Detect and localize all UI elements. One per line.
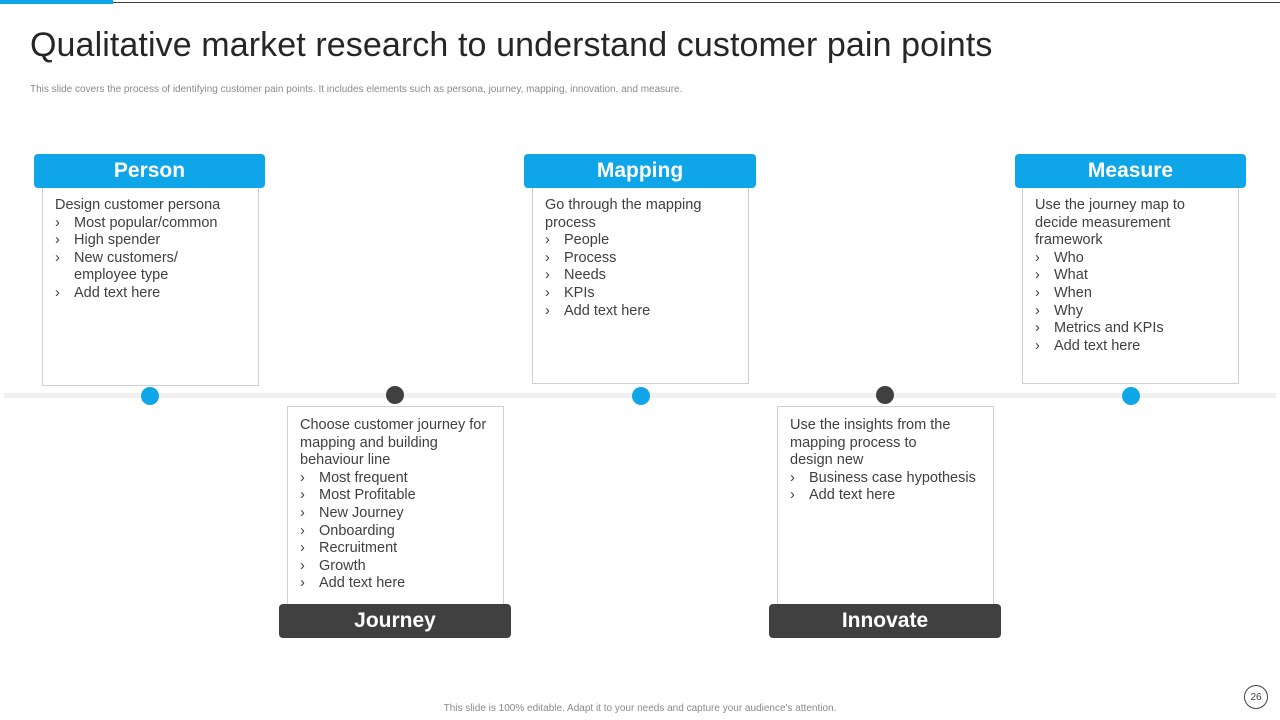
stage-tab-person: Person [34, 154, 265, 188]
list-item: Onboarding [300, 523, 491, 541]
list-item: Metrics and KPIs [1035, 320, 1226, 338]
slide-footer: This slide is 100% editable. Adapt it to… [443, 703, 837, 714]
list-item: Add text here [790, 487, 981, 505]
stage-bullet-list: People Process Needs KPIs Add text here [545, 232, 736, 320]
timeline-dot-mapping [632, 387, 650, 405]
list-item: Why [1035, 303, 1226, 321]
list-item: Recruitment [300, 540, 491, 558]
list-item: Add text here [300, 575, 491, 593]
list-item: New customers/ employee type [55, 250, 192, 285]
stage-bullet-list: Most frequent Most Profitable New Journe… [300, 470, 491, 593]
list-item: What [1035, 267, 1226, 285]
timeline-dot-innovate [876, 386, 894, 404]
list-item: Add text here [545, 303, 736, 321]
stage-lead: Use the journey map to decide measuremen… [1035, 197, 1185, 249]
stage-box-person: Design customer persona Most popular/com… [42, 186, 259, 386]
list-item: Most Profitable [300, 487, 491, 505]
stage-lead: Choose customer journey for mapping and … [300, 417, 487, 469]
stage-bullet-list: Who What When Why Metrics and KPIs Add t… [1035, 250, 1226, 356]
list-item: When [1035, 285, 1226, 303]
stage-tab-innovate: Innovate [769, 604, 1001, 638]
list-item: Most frequent [300, 470, 491, 488]
list-item: Add text here [55, 285, 235, 303]
stage-tab-journey: Journey [279, 604, 511, 638]
slide-title: Qualitative market research to understan… [30, 26, 993, 64]
timeline-dot-journey [386, 386, 404, 404]
list-item: Business case hypothesis [790, 470, 981, 488]
list-item: New Journey [300, 505, 491, 523]
list-item: Most popular/common [55, 215, 235, 233]
top-accent-bar [0, 0, 113, 4]
stage-tab-measure: Measure [1015, 154, 1246, 188]
timeline-dot-measure [1122, 387, 1140, 405]
stage-lead: Go through the mapping process [545, 197, 702, 231]
list-item: High spender [55, 232, 235, 250]
stage-bullet-list: Most popular/common High spender New cus… [55, 215, 235, 303]
list-item: Add text here [1035, 338, 1226, 356]
stage-lead: Design customer persona [55, 197, 221, 213]
list-item: Process [545, 250, 736, 268]
stage-box-mapping: Go through the mapping process People Pr… [532, 186, 749, 384]
stage-box-innovate: Use the insights from the mapping proces… [777, 406, 994, 606]
list-item: Who [1035, 250, 1226, 268]
top-rule [0, 2, 1280, 3]
stage-lead: Use the insights from the mapping proces… [790, 417, 951, 469]
slide-subtitle: This slide covers the process of identif… [30, 84, 683, 95]
list-item: Growth [300, 558, 491, 576]
list-item: KPIs [545, 285, 736, 303]
list-item: People [545, 232, 736, 250]
stage-bullet-list: Business case hypothesis Add text here [790, 470, 981, 505]
stage-box-journey: Choose customer journey for mapping and … [287, 406, 504, 606]
stage-box-measure: Use the journey map to decide measuremen… [1022, 186, 1239, 384]
stage-tab-mapping: Mapping [524, 154, 756, 188]
timeline-dot-person [141, 387, 159, 405]
list-item: Needs [545, 267, 736, 285]
page-number-badge: 26 [1244, 685, 1268, 709]
